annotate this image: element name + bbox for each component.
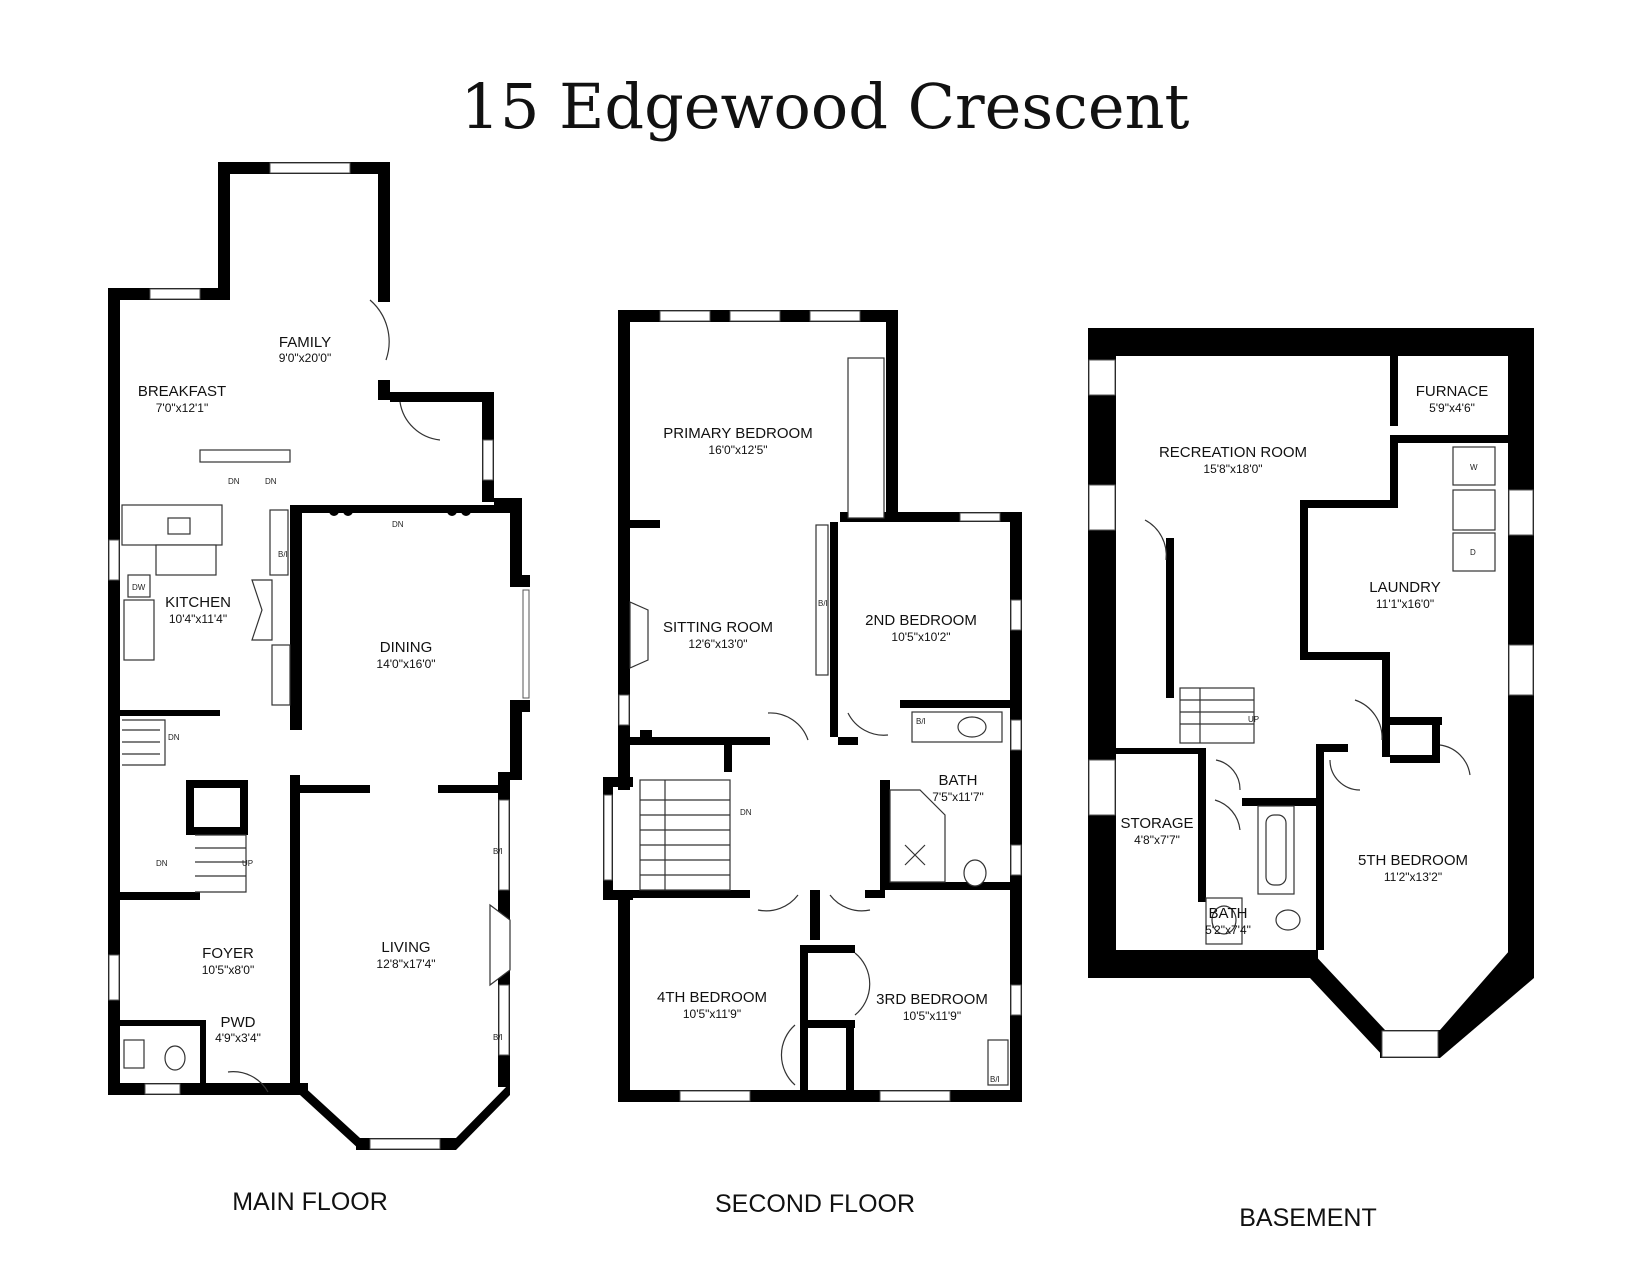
room-2nd-bedroom: 2ND BEDROOM 10'5"x10'2" — [865, 612, 977, 644]
svg-text:DN: DN — [740, 808, 752, 817]
svg-text:4'9"x3'4": 4'9"x3'4" — [215, 1031, 261, 1045]
svg-text:10'5"x10'2": 10'5"x10'2" — [891, 630, 950, 644]
svg-text:10'4"x11'4": 10'4"x11'4" — [169, 612, 227, 626]
room-breakfast: BREAKFAST 7'0"x12'1" — [138, 383, 226, 415]
svg-text:KITCHEN: KITCHEN — [165, 594, 231, 611]
basement-plan: FURNACE 5'9"x4'6" RECREATION ROOM 15'8"x… — [1088, 328, 1534, 1232]
basement-walls — [1088, 328, 1534, 1058]
room-pwd: PWD 4'9"x3'4" — [215, 1014, 261, 1045]
room-3rd-bedroom: 3RD BEDROOM 10'5"x11'9" — [876, 991, 988, 1023]
svg-text:B/I: B/I — [493, 847, 503, 856]
svg-text:10'5"x8'0": 10'5"x8'0" — [202, 963, 254, 977]
svg-text:BATH: BATH — [1209, 905, 1248, 922]
svg-text:LIVING: LIVING — [381, 939, 430, 956]
svg-text:B/I: B/I — [278, 550, 288, 559]
svg-text:B/I: B/I — [818, 599, 828, 608]
svg-text:5'9"x4'6": 5'9"x4'6" — [1429, 401, 1475, 415]
room-family: FAMILY 9'0"x20'0" — [279, 334, 331, 365]
second-floor-windows — [603, 310, 1022, 1102]
svg-text:2ND BEDROOM: 2ND BEDROOM — [865, 612, 977, 629]
room-4th-bedroom: 4TH BEDROOM 10'5"x11'9" — [657, 989, 767, 1021]
svg-text:DW: DW — [132, 583, 146, 592]
room-storage: STORAGE 4'8"x7'7" — [1120, 815, 1193, 847]
main-floor-fixtures — [121, 299, 511, 1093]
svg-text:SITTING ROOM: SITTING ROOM — [663, 619, 773, 636]
room-recreation-room: RECREATION ROOM 15'8"x18'0" — [1159, 444, 1307, 476]
svg-text:UP: UP — [1248, 715, 1259, 724]
svg-text:FURNACE: FURNACE — [1416, 383, 1489, 400]
svg-text:DN: DN — [168, 733, 180, 742]
svg-text:4TH BEDROOM: 4TH BEDROOM — [657, 989, 767, 1006]
room-laundry: LAUNDRY 11'1"x16'0" — [1369, 579, 1440, 611]
svg-text:4'8"x7'7": 4'8"x7'7" — [1134, 833, 1180, 847]
main-floor-windows — [108, 162, 530, 1150]
svg-text:DN: DN — [156, 859, 168, 868]
room-primary-bedroom: PRIMARY BEDROOM 16'0"x12'5" — [663, 425, 812, 457]
svg-text:DINING: DINING — [380, 639, 433, 656]
svg-text:12'6"x13'0": 12'6"x13'0" — [688, 637, 747, 651]
svg-text:11'2"x13'2": 11'2"x13'2" — [1384, 870, 1442, 884]
main-floor-plan: FAMILY 9'0"x20'0" BREAKFAST 7'0"x12'1" K… — [108, 162, 530, 1216]
main-floor-label: MAIN FLOOR — [232, 1188, 388, 1216]
second-floor-plan: PRIMARY BEDROOM 16'0"x12'5" SITTING ROOM… — [603, 310, 1022, 1218]
svg-text:PRIMARY BEDROOM: PRIMARY BEDROOM — [663, 425, 812, 442]
basement-windows — [1088, 359, 1534, 1058]
svg-text:FOYER: FOYER — [202, 945, 254, 962]
room-dining: DINING 14'0"x16'0" — [376, 639, 435, 671]
room-kitchen: KITCHEN 10'4"x11'4" — [165, 594, 231, 626]
svg-text:DN: DN — [392, 520, 404, 529]
svg-text:7'0"x12'1": 7'0"x12'1" — [156, 401, 208, 415]
svg-text:14'0"x16'0": 14'0"x16'0" — [376, 657, 435, 671]
svg-text:DN: DN — [228, 477, 240, 486]
second-floor-label: SECOND FLOOR — [715, 1190, 915, 1218]
room-foyer: FOYER 10'5"x8'0" — [202, 945, 254, 977]
room-5th-bedroom: 5TH BEDROOM 11'2"x13'2" — [1358, 852, 1468, 884]
second-floor-fixtures — [629, 357, 1009, 1086]
svg-text:BREAKFAST: BREAKFAST — [138, 383, 226, 400]
svg-text:UP: UP — [242, 859, 253, 868]
room-sitting-room: SITTING ROOM 12'6"x13'0" — [663, 619, 773, 651]
basement-fixtures — [1144, 446, 1496, 945]
svg-text:9'0"x20'0": 9'0"x20'0" — [279, 351, 331, 365]
svg-text:12'8"x17'4": 12'8"x17'4" — [376, 957, 435, 971]
room-living: LIVING 12'8"x17'4" — [376, 939, 435, 971]
svg-text:B/I: B/I — [493, 1033, 503, 1042]
svg-text:16'0"x12'5": 16'0"x12'5" — [708, 443, 767, 457]
second-floor-annotations: DN B/I B/I B/I — [740, 599, 1000, 1084]
main-floor-walls — [108, 162, 530, 1150]
room-bath-second: BATH 7'5"x11'7" — [932, 772, 984, 804]
svg-text:3RD BEDROOM: 3RD BEDROOM — [876, 991, 988, 1008]
svg-text:15'8"x18'0": 15'8"x18'0" — [1203, 462, 1262, 476]
svg-text:RECREATION ROOM: RECREATION ROOM — [1159, 444, 1307, 461]
main-floor-annotations: DN DN DN DN DN UP B/I B/I B/I DW — [132, 477, 503, 1042]
svg-text:PWD: PWD — [221, 1014, 256, 1031]
svg-text:10'5"x11'9": 10'5"x11'9" — [903, 1009, 961, 1023]
basement-label: BASEMENT — [1239, 1204, 1377, 1232]
svg-text:W: W — [1470, 463, 1478, 472]
svg-text:5'2"x7'4": 5'2"x7'4" — [1205, 923, 1251, 937]
svg-text:STORAGE: STORAGE — [1120, 815, 1193, 832]
room-furnace: FURNACE 5'9"x4'6" — [1416, 383, 1489, 415]
svg-text:7'5"x11'7": 7'5"x11'7" — [932, 790, 984, 804]
svg-text:LAUNDRY: LAUNDRY — [1369, 579, 1440, 596]
svg-text:DN: DN — [265, 477, 277, 486]
svg-text:D: D — [1470, 548, 1476, 557]
svg-text:FAMILY: FAMILY — [279, 334, 331, 351]
svg-text:5TH BEDROOM: 5TH BEDROOM — [1358, 852, 1468, 869]
room-bath-basement: BATH 5'2"x7'4" — [1205, 905, 1251, 937]
plan-title: 15 Edgewood Crescent — [461, 70, 1190, 143]
svg-text:B/I: B/I — [916, 717, 926, 726]
basement-annotations: UP W D — [1248, 463, 1478, 724]
svg-text:B/I: B/I — [990, 1075, 1000, 1084]
svg-text:BATH: BATH — [939, 772, 978, 789]
svg-text:10'5"x11'9": 10'5"x11'9" — [683, 1007, 741, 1021]
svg-text:11'1"x16'0": 11'1"x16'0" — [1376, 597, 1434, 611]
